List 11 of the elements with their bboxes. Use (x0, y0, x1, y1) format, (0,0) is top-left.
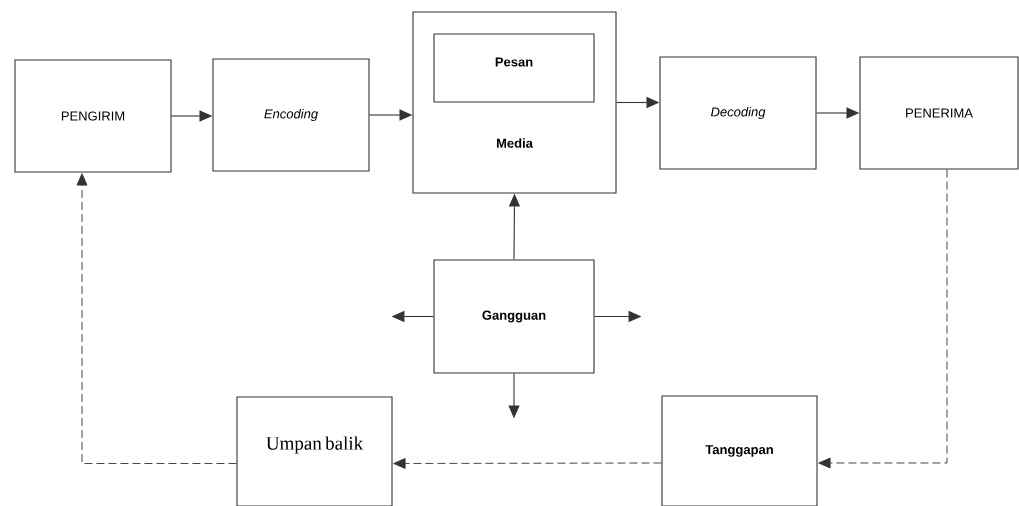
process-box: PENGIRIM (14, 59, 172, 173)
process-box: PENERIMA (859, 56, 1019, 170)
noise-box: Gangguan (433, 259, 595, 374)
process-box: Encoding (212, 58, 370, 172)
arrow (76, 173, 237, 464)
response-box: Tanggapan (661, 395, 818, 506)
arrow (393, 458, 662, 469)
process-box: Decoding (659, 56, 817, 170)
arrow (818, 169, 948, 469)
feedback-box: Umpan balik (236, 396, 393, 506)
message-box: Pesan (433, 33, 595, 103)
